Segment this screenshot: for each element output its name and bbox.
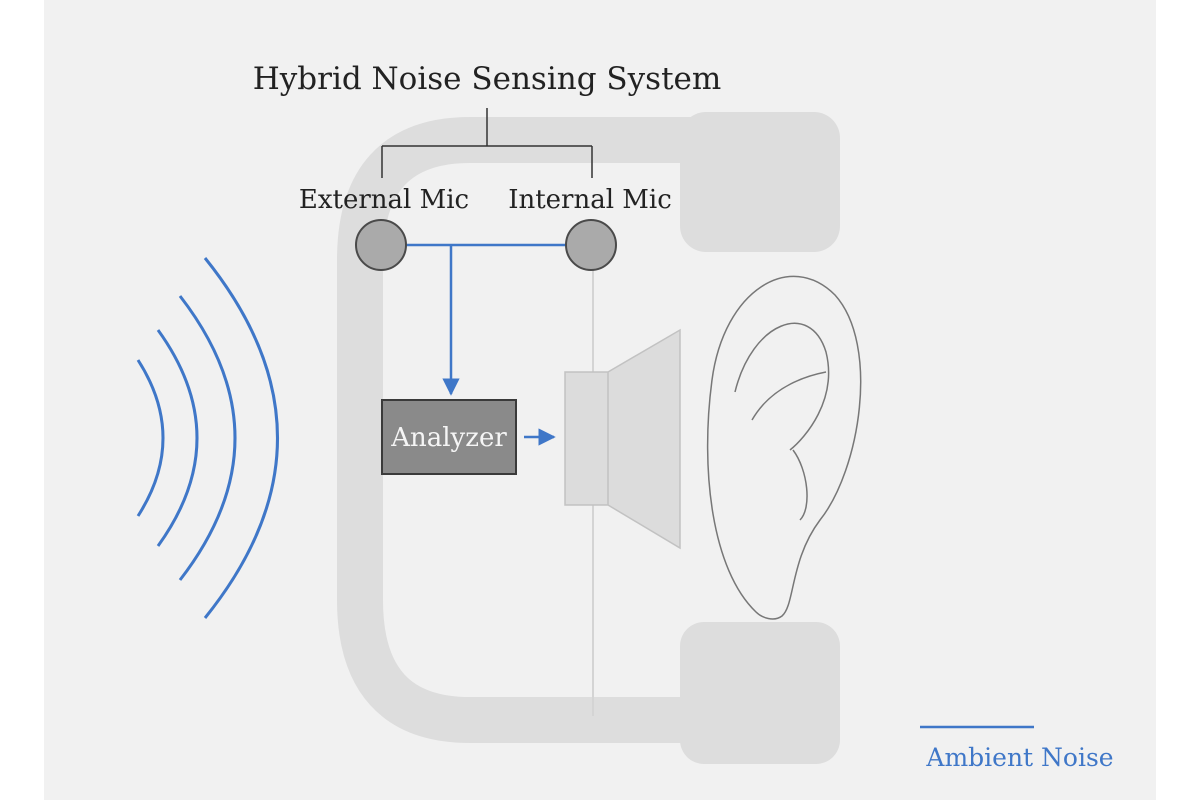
internal-mic-icon bbox=[565, 219, 617, 271]
speaker-icon bbox=[564, 328, 681, 550]
diagram-title: Hybrid Noise Sensing System bbox=[253, 61, 722, 97]
analyzer-box bbox=[381, 399, 517, 475]
sound-waves-icon bbox=[136, 257, 279, 619]
earcup-bottom bbox=[680, 622, 840, 764]
external-mic-icon bbox=[355, 219, 407, 271]
internal-mic-label: Internal Mic bbox=[508, 185, 672, 215]
earbud-body bbox=[337, 112, 840, 764]
earcup-top bbox=[680, 112, 840, 252]
legend-label: Ambient Noise bbox=[925, 743, 1113, 772]
external-mic-label: External Mic bbox=[299, 185, 469, 215]
title-bracket bbox=[381, 108, 593, 178]
ear-icon bbox=[706, 275, 862, 620]
legend: Ambient Noise bbox=[920, 725, 1114, 772]
analyzer-label: Analyzer bbox=[390, 423, 507, 453]
signal-lines bbox=[406, 243, 566, 446]
